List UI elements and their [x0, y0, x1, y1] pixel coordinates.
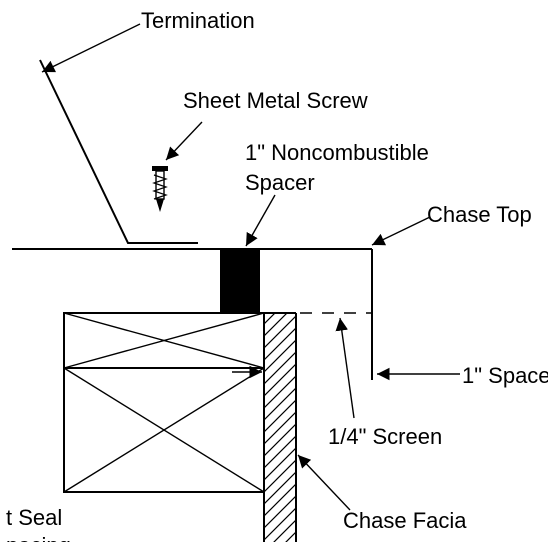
spacer-leader — [245, 194, 276, 247]
label-chase-top: Chase Top — [427, 202, 532, 227]
chase-top-leader — [371, 216, 431, 246]
label-spacer-line1: 1" Noncombustible — [245, 140, 429, 165]
label-quarter-screen: 1/4" Screen — [328, 424, 442, 449]
label-chase-facia: Chase Facia — [343, 508, 467, 533]
label-sheet-metal-screw: Sheet Metal Screw — [183, 88, 368, 113]
label-partial-spacing: pacing — [6, 533, 71, 542]
leader-arrows — [41, 23, 460, 511]
chase-facia-leader — [297, 454, 351, 511]
chimney-box — [63, 312, 265, 493]
screw-leader — [165, 121, 203, 161]
noncombustible-spacer — [220, 250, 260, 313]
label-partial-seal: t Seal — [6, 505, 62, 530]
chase-top-outline — [12, 248, 373, 380]
chase-facia-wall — [263, 312, 297, 542]
sheet-metal-screw — [152, 166, 168, 212]
termination-panel — [39, 59, 198, 244]
label-one-inch-space: 1" Space — [462, 363, 548, 388]
screen-leader — [335, 317, 355, 419]
label-termination: Termination — [141, 8, 255, 33]
termination-leader — [41, 23, 141, 73]
label-spacer-line2: Spacer — [245, 170, 315, 195]
